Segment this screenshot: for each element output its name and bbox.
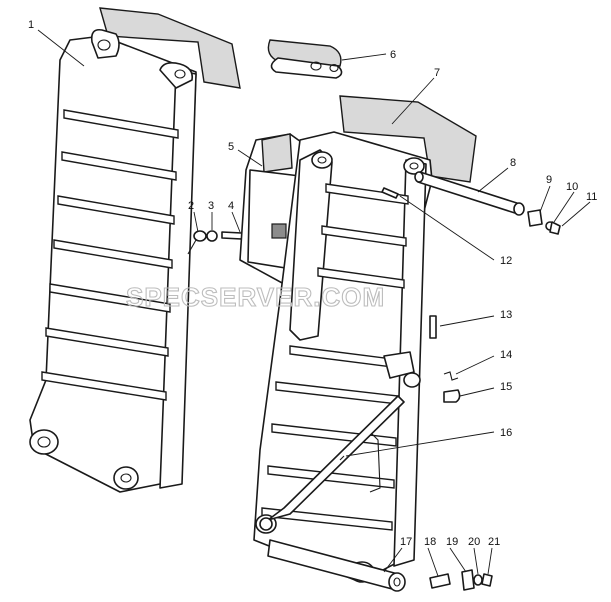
shaft-part-8: [414, 171, 525, 216]
bracket-clip: [271, 223, 287, 239]
callout-17: 17: [400, 536, 412, 548]
callout-10: 10: [566, 181, 578, 193]
fasteners-9-10-11: [527, 209, 561, 235]
right-ladder-handle: [369, 431, 381, 493]
callout-8: 8: [510, 157, 516, 169]
callout-21: 21: [488, 536, 500, 548]
part-21-nut: [481, 573, 493, 587]
right-ladder-rungs: [261, 183, 409, 531]
left-ladder-top-hole: [97, 39, 111, 51]
right-ladder: [253, 95, 477, 583]
left-ladder-top-ear: [90, 28, 120, 59]
leader-lines: [37, 29, 591, 577]
callout-18: 18: [424, 536, 436, 548]
callout-labels: 1 2 3 4 5 6 7 8 9 10 11 12 13 14 15 16 1…: [28, 19, 597, 548]
callout-12: 12: [500, 255, 512, 267]
right-ladder-latch: [383, 351, 415, 379]
watermark-text: SPECSERVER.COM: [126, 282, 385, 312]
callout-13: 13: [500, 309, 512, 321]
callout-6: 6: [390, 49, 396, 61]
callout-20: 20: [468, 536, 480, 548]
axle-part-17: [267, 539, 406, 592]
callout-3: 3: [208, 200, 214, 212]
callout-19: 19: [446, 536, 458, 548]
callout-2: 2: [188, 200, 194, 212]
left-ladder-bottom-hinge: [29, 429, 59, 455]
callout-5: 5: [228, 141, 234, 153]
callout-9: 9: [546, 174, 552, 186]
part-20-washer: [473, 574, 483, 586]
left-ladder-right-ear: [159, 62, 194, 89]
part-9-plate: [527, 209, 543, 227]
left-ladder-top-block: [99, 7, 241, 89]
clip-part-14: [443, 371, 459, 381]
left-ladder-rungs: [41, 109, 179, 401]
sleeve-part-6: [267, 39, 343, 79]
part-2-ring: [193, 230, 207, 242]
right-ladder-swing-arm: [289, 149, 333, 341]
left-ladder-bottom-pivot: [113, 466, 139, 490]
callout-7: 7: [434, 67, 440, 79]
callout-1: 1: [28, 19, 34, 31]
callout-4: 4: [228, 200, 234, 212]
callout-14: 14: [500, 349, 512, 361]
callout-15: 15: [500, 381, 512, 393]
part-11-nut: [549, 221, 561, 235]
part-19-plate: [461, 569, 475, 591]
callout-11: 11: [586, 191, 597, 203]
fasteners-18-21: [429, 569, 493, 591]
left-ladder: [29, 7, 241, 493]
part-18-bushing: [429, 573, 451, 589]
rod-part-12: [381, 187, 399, 199]
left-ladder-right-hole: [174, 69, 186, 79]
pin-part-13: [429, 315, 437, 339]
cap-part-15: [443, 389, 461, 403]
callout-16: 16: [500, 427, 512, 439]
part-3-washer: [206, 230, 218, 242]
strut-part-16: [259, 395, 405, 531]
